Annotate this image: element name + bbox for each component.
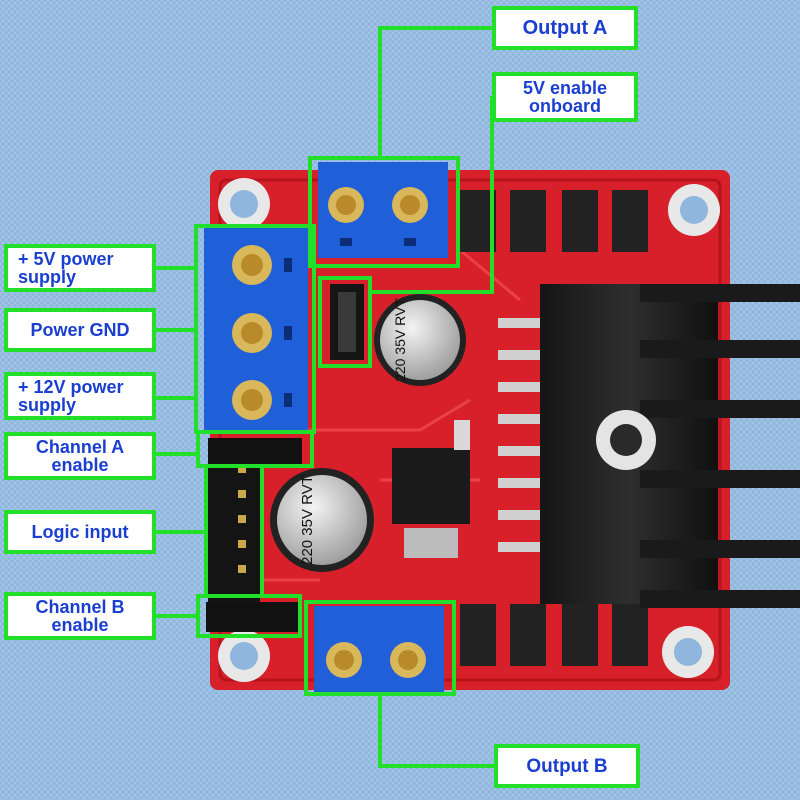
label-5v-enable-line2: onboard [529,96,601,116]
label-5v-power-supply: + 5V power supply [4,244,156,292]
label-5v-power-line1: + 5V power [18,249,114,269]
terminal-power [204,228,308,430]
label-output-a-text: Output A [522,17,608,39]
terminal-output-a [318,162,448,258]
label-power-gnd-text: Power GND [30,320,130,340]
driver-pins [498,318,546,552]
label-logic-input-text: Logic input [31,522,129,542]
label-channel-a-enable: Channel A enable [4,432,156,480]
label-power-gnd: Power GND [4,308,156,352]
label-channel-b-enable: Channel B enable [4,592,156,640]
terminal-output-b [314,606,444,692]
label-output-b: Output B [494,744,640,788]
capacitor-lower-text: 220 35V RVT [299,475,316,565]
label-12v-power-supply: + 12V power supply [4,372,156,420]
label-5v-enable-onboard: 5V enable onboard [492,72,638,122]
voltage-regulator [392,420,470,558]
logic-header-pins [208,452,260,602]
label-channel-b-line2: enable [51,615,109,635]
label-5v-enable-line1: 5V enable [522,78,608,98]
label-channel-a-line1: Channel A [35,437,125,457]
label-channel-a-line2: enable [51,455,109,475]
label-output-b-text: Output B [526,755,608,777]
label-logic-input: Logic input [4,510,156,554]
capacitor-lower: 220 35V RVT [270,468,374,572]
mounting-holes [218,178,720,682]
label-channel-b-line1: Channel B [35,597,125,617]
diodes-bottom [460,604,648,666]
label-12v-power-line1: + 12V power [18,377,124,397]
jumper-channel-a [208,438,302,464]
heatsink [540,284,800,608]
label-5v-power-line2: supply [18,267,77,287]
capacitor-upper: 220 35V RVT [374,294,466,386]
capacitor-upper-text: 220 35V RVT [392,298,408,382]
jumper-channel-b [206,602,298,632]
label-output-a: Output A [492,6,638,50]
jumper-5v-enable [330,284,364,360]
leader-lines [152,26,496,768]
label-12v-power-line2: supply [18,395,77,415]
